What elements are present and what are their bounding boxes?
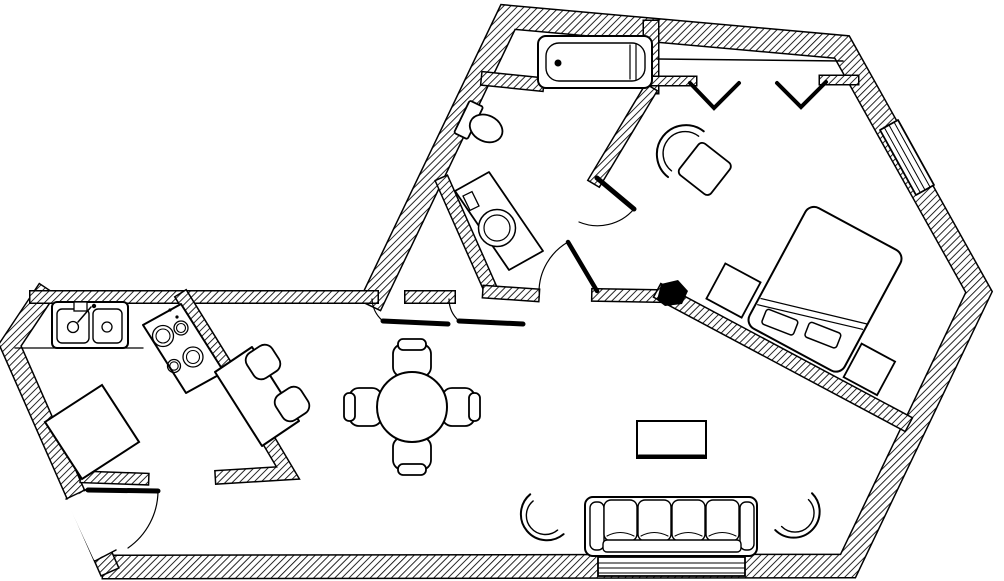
stove-burner-2-outer xyxy=(173,320,189,336)
stove-burner-4-inner xyxy=(169,361,179,371)
lounge-chair-left-outer xyxy=(519,493,565,542)
dining-chair-bottom-back xyxy=(397,463,427,476)
hall-door-swing xyxy=(538,241,569,293)
bathroom-door-leaf xyxy=(594,175,637,212)
desk-chair-2 xyxy=(273,385,311,423)
pillow-1 xyxy=(761,308,799,336)
stove-burner-4-outer xyxy=(166,358,182,374)
dining-door-1-leaf xyxy=(380,318,451,327)
closet-shelf-line xyxy=(656,58,844,62)
kitchen-faucet-handle xyxy=(77,306,92,323)
bathtub-inner xyxy=(545,42,646,82)
bathtub-faucet xyxy=(554,59,562,67)
stove-burner-2-inner xyxy=(175,322,187,334)
pillow-2 xyxy=(804,321,842,349)
wall-bath-southeast-lower xyxy=(436,176,498,296)
dining-chair-left-back xyxy=(343,392,356,422)
vanity-faucet xyxy=(462,190,480,212)
wall-bedroom-divider xyxy=(654,284,912,431)
entry-jamb-top xyxy=(65,488,88,500)
closet-bifold-door-2 xyxy=(775,80,828,110)
entry-opening xyxy=(66,489,116,561)
stove-burner-3-outer xyxy=(182,346,204,368)
bed-fold-line-1 xyxy=(760,297,869,325)
entry-door-leaf xyxy=(85,487,161,494)
desk-chair-1 xyxy=(244,343,282,381)
wall-kitchen-divider-lower xyxy=(215,427,299,484)
window-bedroom-line-1 xyxy=(883,126,921,193)
column-post xyxy=(657,280,688,306)
dining-door-2-leaf xyxy=(456,318,526,327)
sofa-cushion-arc-1 xyxy=(606,531,635,537)
kitchen-square-table xyxy=(43,383,141,481)
kitchen-faucet-dot xyxy=(91,303,97,309)
sofa-cushion-arc-2 xyxy=(640,531,669,537)
kitchen-sink-basin-left xyxy=(56,308,90,344)
wall-bathtub-left-stub xyxy=(481,72,544,91)
sofa-arm-right xyxy=(739,501,755,551)
stove-burner-1-inner xyxy=(155,328,171,344)
dining-chair-right-back xyxy=(468,392,481,422)
sofa-arm-left xyxy=(589,501,605,551)
sofa-front-band xyxy=(602,539,742,553)
kitchen-sink-basin-right xyxy=(92,308,123,344)
wall-bath-southeast-upper xyxy=(588,84,657,187)
toilet-bowl xyxy=(468,113,504,144)
bathtub xyxy=(537,35,653,89)
lounge-chair-left-inner xyxy=(525,500,559,536)
sofa-cushion-arc-4 xyxy=(708,531,737,537)
stove-knob-1 xyxy=(168,308,172,312)
round-sink-inner xyxy=(483,214,511,242)
stove-knob-2 xyxy=(175,315,179,319)
nightstand-2 xyxy=(842,342,897,397)
kitchen-faucet xyxy=(73,301,88,312)
window-bedroom-line-3 xyxy=(893,121,931,188)
bedroom-armchair-seat xyxy=(677,141,732,196)
stove-burner-1-outer xyxy=(151,324,175,348)
wall-stub-b xyxy=(483,286,539,301)
desk xyxy=(214,346,300,447)
wall-entry-stub xyxy=(80,471,149,485)
round-dining-table xyxy=(376,371,448,443)
bedroom-armchair-back-inner xyxy=(662,130,700,172)
lounge-chair-right-inner xyxy=(780,498,815,533)
stove-burner-3-inner xyxy=(185,349,201,365)
plan-layers xyxy=(0,3,994,580)
kitchen-sink-unit xyxy=(51,301,129,349)
kitchen-sink-drain-left xyxy=(66,320,80,334)
nightstand-1 xyxy=(705,262,762,319)
entry-door-swing xyxy=(127,490,159,549)
hall-door-leaf xyxy=(565,239,600,294)
dining-chair-top-back xyxy=(397,338,427,351)
closet-bifold-door-1 xyxy=(688,81,741,111)
bed-fold-line-2 xyxy=(757,304,864,330)
window-bedroom-line-2 xyxy=(888,124,926,191)
kitchen-sink-drain-right xyxy=(101,321,113,333)
coffee-table xyxy=(636,420,707,459)
lounge-chair-right-outer xyxy=(774,492,821,539)
wall-hall-living xyxy=(592,289,663,302)
sofa-cushion-arc-3 xyxy=(674,531,703,537)
entry-jamb-bottom xyxy=(94,549,117,562)
wall-kitchen-divider-upper xyxy=(175,290,237,379)
wall-exterior-left xyxy=(0,284,118,575)
bathroom-door-swing xyxy=(578,208,635,227)
